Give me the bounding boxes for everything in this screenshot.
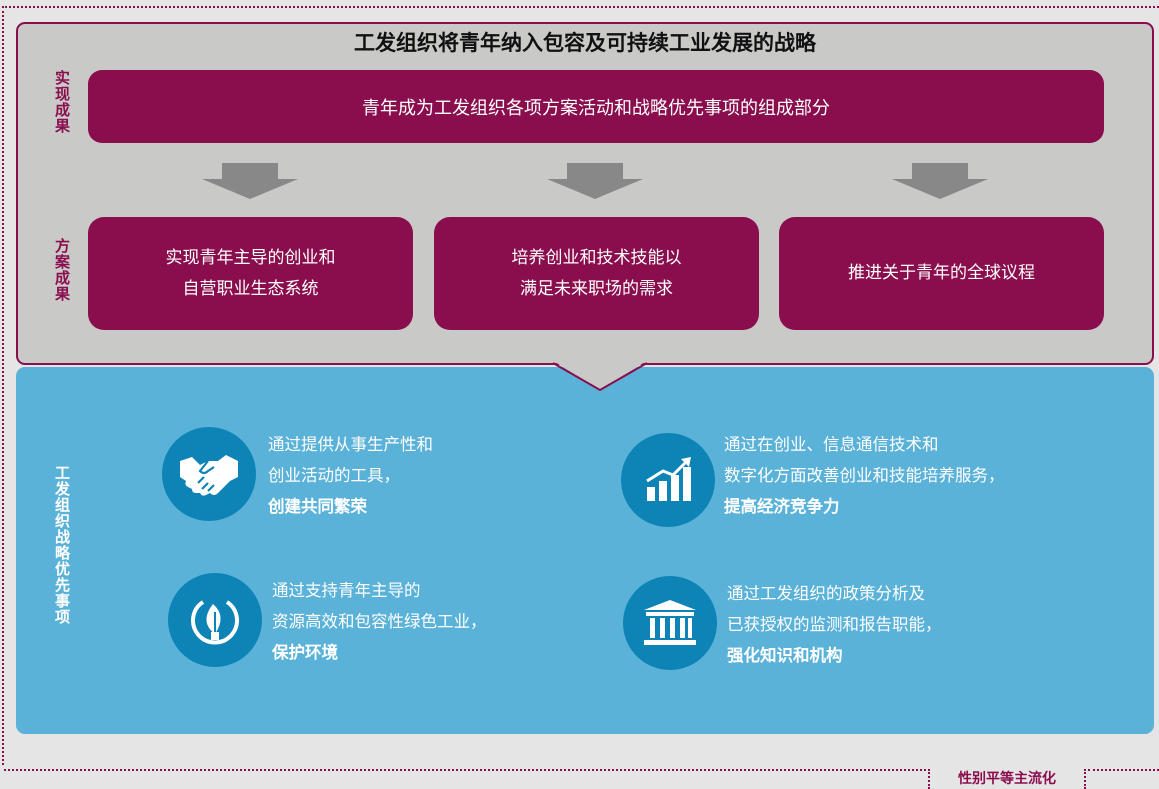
outcome-side-label: 实现成果	[53, 70, 71, 134]
program-side-label: 方案成果	[53, 238, 71, 302]
priority-line: 已获授权的监测和报告职能，	[727, 615, 942, 634]
down-arrow-icon	[547, 163, 643, 199]
priorities-side-label: 工发组织战略优先事项	[53, 465, 71, 625]
dotted-divider	[928, 769, 930, 789]
program-box-line: 满足未来职场的需求	[520, 278, 673, 299]
program-box-line: 自营职业生态系统	[182, 278, 319, 299]
priority-text: 通过工发组织的政策分析及 已获授权的监测和报告职能， 强化知识和机构	[727, 578, 942, 671]
priority-line: 创业活动的工具，	[268, 466, 400, 485]
priority-line: 数字化方面改善创业和技能培养服务，	[724, 466, 1005, 485]
priority-headline: 提高经济竞争力	[724, 497, 840, 516]
priority-headline: 强化知识和机构	[727, 646, 843, 665]
program-box: 实现青年主导的创业和 自营职业生态系统	[88, 217, 413, 330]
outcome-bar: 青年成为工发组织各项方案活动和战略优先事项的组成部分	[88, 70, 1104, 143]
program-box-line: 推进关于青年的全球议程	[848, 263, 1035, 283]
program-box: 推进关于青年的全球议程	[779, 217, 1104, 330]
dotted-divider	[4, 769, 926, 771]
priority-text: 通过在创业、信息通信技术和 数字化方面改善创业和技能培养服务， 提高经济竞争力	[724, 429, 1005, 522]
leaf-plug-icon	[168, 573, 262, 667]
gender-mainstreaming-label: 性别平等主流化	[958, 771, 1056, 787]
dotted-divider	[1084, 769, 1086, 789]
priority-text: 通过提供从事生产性和 创业活动的工具， 创建共同繁荣	[268, 429, 433, 522]
priority-line: 资源高效和包容性绿色工业，	[272, 612, 487, 631]
priority-line: 通过在创业、信息通信技术和	[724, 435, 939, 454]
panel-notch	[552, 362, 648, 392]
outcome-bar-text: 青年成为工发组织各项方案活动和战略优先事项的组成部分	[362, 97, 830, 119]
priority-headline: 创建共同繁荣	[268, 497, 367, 516]
priority-line: 通过支持青年主导的	[272, 581, 421, 600]
handshake-icon	[162, 427, 256, 521]
diagram-title: 工发组织将青年纳入包容及可持续工业发展的战略	[354, 31, 816, 55]
institution-building-icon	[623, 576, 717, 670]
down-arrow-icon	[892, 163, 988, 199]
program-box: 培养创业和技术技能以 满足未来职场的需求	[434, 217, 759, 330]
program-box-line: 实现青年主导的创业和	[165, 247, 336, 268]
priorities-panel	[16, 367, 1154, 734]
priority-line: 通过工发组织的政策分析及	[727, 584, 925, 603]
priority-text: 通过支持青年主导的 资源高效和包容性绿色工业， 保护环境	[272, 575, 487, 668]
growth-chart-icon	[621, 433, 715, 527]
dotted-frame	[2, 6, 1159, 765]
priority-headline: 保护环境	[272, 643, 338, 662]
priority-line: 通过提供从事生产性和	[268, 435, 433, 454]
program-box-line: 培养创业和技术技能以	[511, 247, 682, 268]
dotted-divider	[1088, 769, 1159, 771]
down-arrow-icon	[202, 163, 298, 199]
